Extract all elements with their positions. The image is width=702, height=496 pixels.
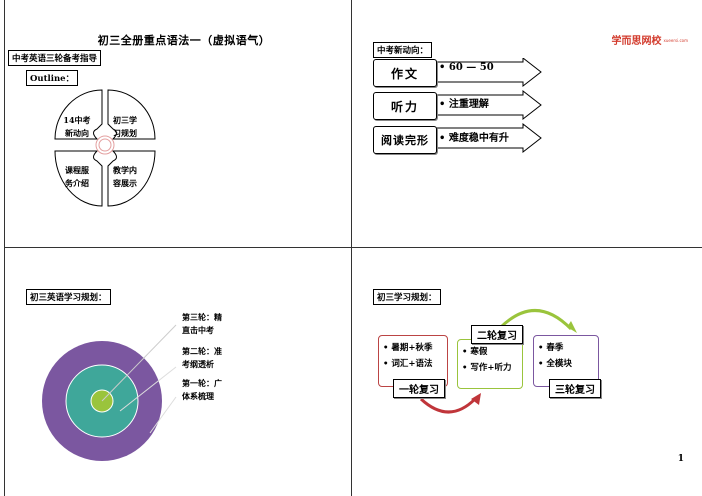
review-box-2: • 寒假 • 写作+听力 xyxy=(457,339,523,389)
quadrant-label-2: 初三学 习规划 xyxy=(113,115,137,138)
row-text-reading: • 难度稳中有升 xyxy=(439,133,509,144)
review-box-1-line-1: • 暑期+秋季 xyxy=(383,343,433,353)
review-box-3-line-2: • 全模块 xyxy=(538,359,572,369)
stage-tag-third: 三轮复习 xyxy=(549,379,601,398)
quadrant-label-3: 课程服 务介绍 xyxy=(65,165,89,188)
study-plan-heading: 初三英语学习规划： xyxy=(26,289,111,305)
arrow-red xyxy=(419,397,477,414)
stage-tag-first: 一轮复习 xyxy=(393,379,445,398)
horizontal-divider xyxy=(4,247,702,248)
review-box-3-line-1: • 春季 xyxy=(538,343,564,353)
center-ring-outer xyxy=(95,135,115,155)
row-label-reading: 阅读完形 xyxy=(373,126,437,154)
slide-outline: 初三全册重点语法一（虚拟语气） 中考英语三轮备考指导 Outline： 14中考… xyxy=(4,0,351,247)
page-number: 1 xyxy=(677,454,684,464)
quadrant-bottom-left xyxy=(54,150,103,207)
review-plan-heading: 初三学习规划： xyxy=(373,289,441,305)
quadrant-label-4: 教学内 容展示 xyxy=(113,165,137,188)
stage-tag-second: 二轮复习 xyxy=(471,325,523,344)
review-box-2-line-2: • 写作+听力 xyxy=(462,363,512,373)
slide-review-plan: 初三学习规划： • 暑期+秋季 • 词汇+语法 • 寒假 • 写作+听力 • 春… xyxy=(351,247,702,496)
arrow-3 xyxy=(431,122,542,154)
ring-pointer-3 xyxy=(149,396,177,434)
review-box-2-line-1: • 寒假 xyxy=(462,347,488,357)
slide-study-plan: 初三英语学习规划： 第三轮：精 直击中考 第二轮：准 考纲透析 第一轮：广 体系… xyxy=(4,247,351,496)
vertical-divider xyxy=(351,0,352,496)
ring-label-third: 第三轮：精 直击中考 xyxy=(182,312,222,335)
review-box-3: • 春季 • 全模块 xyxy=(533,335,599,387)
left-border xyxy=(4,0,5,496)
arrow-green-head xyxy=(567,321,577,333)
ring-pointer-1 xyxy=(101,324,177,402)
center-ring-inner xyxy=(98,138,112,152)
trend-arrows xyxy=(431,58,542,154)
ring-pointer-2 xyxy=(119,366,177,412)
row-label-writing: 作文 xyxy=(373,59,437,87)
review-box-1-line-2: • 词汇+语法 xyxy=(383,359,433,369)
ring-label-first: 第一轮：广 体系梳理 xyxy=(182,378,222,401)
row-label-listening: 听力 xyxy=(373,92,437,120)
quadrant-bottom-right xyxy=(107,150,156,207)
quadrant-label-1: 14中考 新动向 xyxy=(63,115,91,138)
ring-diagram xyxy=(42,324,177,461)
row-text-writing: • 60 — 50 xyxy=(439,62,494,73)
document-title: 初三全册重点语法一（虚拟语气） xyxy=(97,34,271,47)
row-text-listening: • 注重理解 xyxy=(439,99,489,110)
quadrant-top-left xyxy=(54,89,103,140)
exam-trends-heading: 中考新动向： xyxy=(373,42,433,58)
subtitle-label: 中考英语三轮备考指导 xyxy=(8,50,102,66)
arrow-red-head xyxy=(471,393,481,405)
review-cycle-arrows xyxy=(419,309,577,414)
arrow-green xyxy=(499,309,573,331)
quadrant-top-right xyxy=(107,89,156,140)
arrow-1 xyxy=(431,58,542,88)
outline-label: Outline： xyxy=(26,70,79,86)
outline-circle-diagram xyxy=(54,89,156,207)
ring-label-second: 第二轮：准 考纲透析 xyxy=(182,346,222,369)
arrow-2 xyxy=(431,89,542,121)
